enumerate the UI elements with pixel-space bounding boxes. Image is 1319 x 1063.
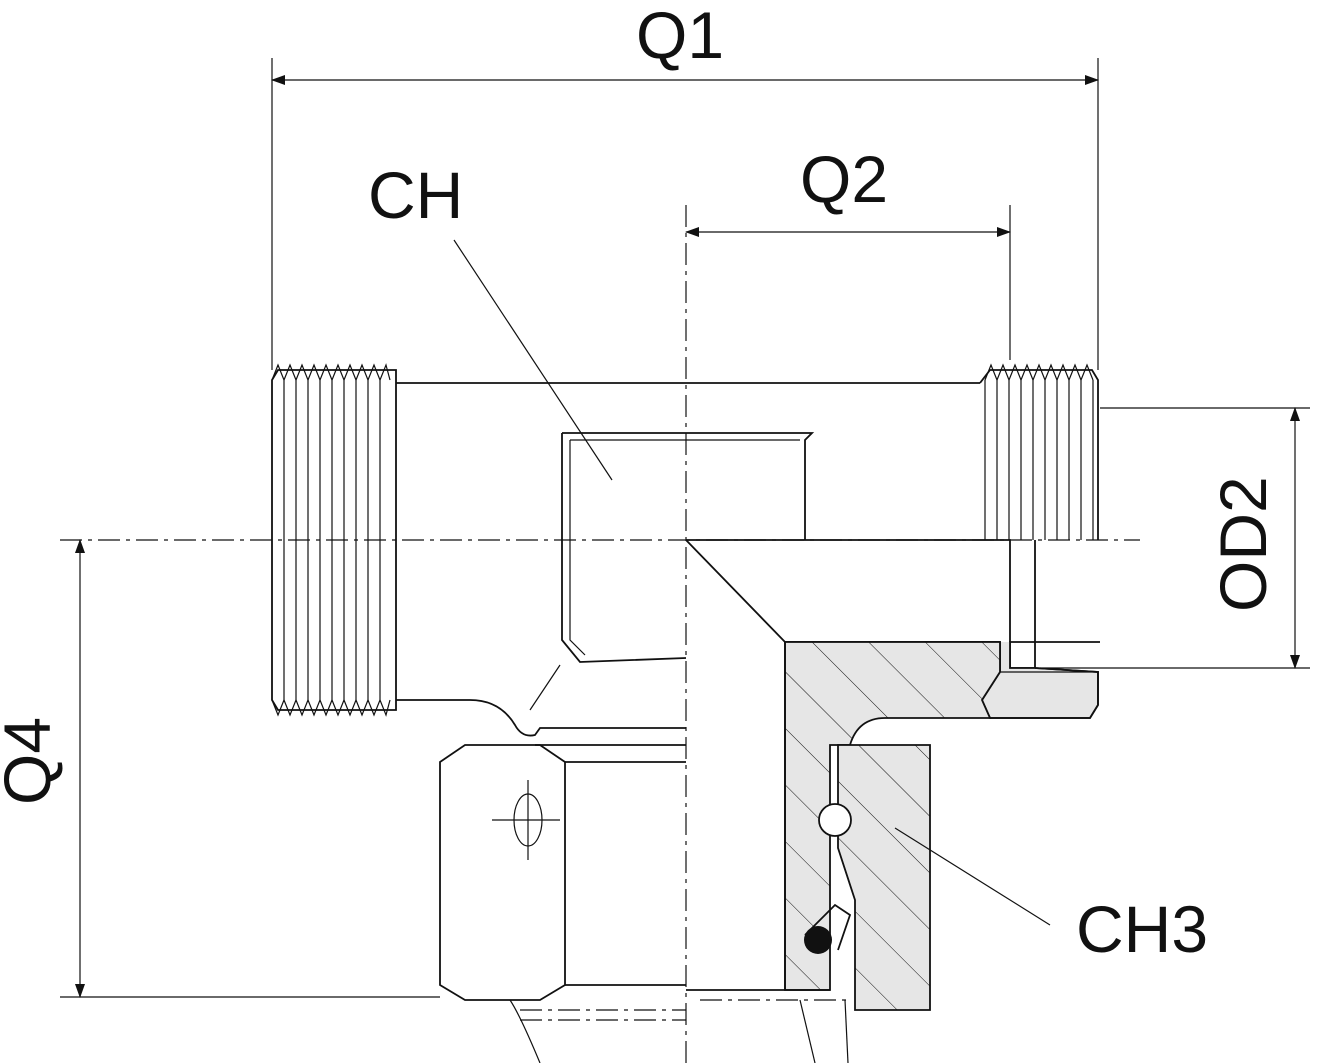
nut-ch3: CH3: [439, 744, 1208, 1011]
right-thread: [979, 363, 1099, 540]
dimension-q4: Q4: [0, 539, 440, 998]
od2-label: OD2: [1206, 476, 1280, 612]
seal-ring: [804, 926, 832, 954]
hex-ch: CH: [368, 158, 815, 663]
dimension-q1: Q1: [271, 0, 1099, 370]
dimension-q2: Q2: [685, 142, 1011, 360]
q2-label: Q2: [800, 142, 888, 216]
ch3-label: CH3: [1076, 892, 1208, 966]
ch-label: CH: [368, 158, 463, 232]
tube: [509, 999, 850, 1063]
dimension-od2: OD2: [1040, 407, 1310, 669]
body-exterior: [396, 382, 980, 746]
q4-label: Q4: [0, 717, 64, 805]
q1-label: Q1: [636, 0, 724, 72]
left-thread: [271, 363, 397, 717]
